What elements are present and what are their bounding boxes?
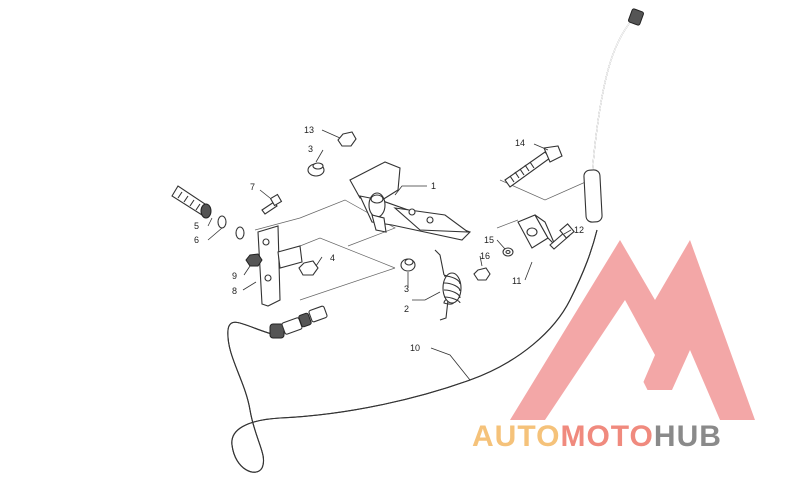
svg-text:AUTOMOTOHUB: AUTOMOTOHUB	[472, 420, 722, 453]
callout-6: 6	[194, 235, 199, 245]
spring-2	[434, 249, 462, 321]
watermark-logo	[510, 240, 755, 420]
callout-2: 2	[404, 304, 409, 314]
callout-3-bottom: 3	[404, 284, 409, 294]
callout-1: 1	[431, 181, 436, 191]
nut-13	[337, 131, 357, 147]
pedal-arm-1	[349, 161, 472, 241]
callout-11: 11	[512, 276, 521, 286]
callout-15: 15	[484, 235, 494, 245]
callout-13: 13	[304, 125, 314, 135]
bolt-12	[549, 223, 575, 250]
callout-8: 8	[232, 286, 237, 296]
callout-12: 12	[574, 225, 584, 235]
washer-15	[502, 247, 514, 257]
callout-3-top: 3	[308, 144, 313, 154]
cable-10	[227, 8, 644, 473]
callout-10: 10	[410, 343, 420, 353]
watermark-moto: MOTO	[560, 420, 653, 453]
nut-4	[298, 260, 319, 276]
watermark-hub: HUB	[654, 420, 722, 453]
nut-9	[245, 253, 263, 267]
callout-16: 16	[480, 251, 490, 261]
nut-16	[473, 267, 491, 281]
callout-7: 7	[250, 182, 255, 192]
bracket-8	[257, 225, 303, 307]
callout-labels: 1 2 3 3 4 5 6 7 8 9 10 11 12 13 14 15 16	[194, 125, 584, 353]
bolt-5	[171, 185, 245, 240]
bushing-3-top	[307, 162, 325, 177]
bolt-14	[504, 145, 563, 188]
leader-lines	[207, 129, 572, 381]
callout-4: 4	[330, 253, 335, 263]
callout-14: 14	[515, 138, 525, 148]
bushing-3-bottom	[400, 258, 416, 272]
watermark-text: AUTOMOTOHUB	[472, 420, 722, 453]
bolt-7	[261, 193, 283, 215]
watermark-auto: AUTO	[472, 420, 560, 453]
callout-9: 9	[232, 271, 237, 281]
callout-5: 5	[194, 221, 199, 231]
cable-bracket-11	[517, 214, 556, 249]
